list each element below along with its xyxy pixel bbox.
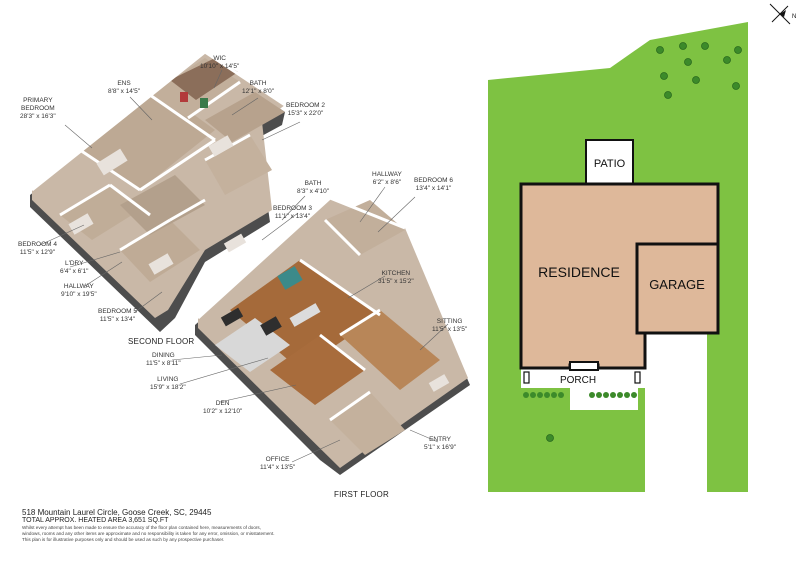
porch-label: PORCH [560,375,596,386]
north-label: N [792,14,796,20]
tree [723,56,731,64]
shrub [603,392,609,398]
shrub [596,392,602,398]
tree [664,91,672,99]
tree [701,42,709,50]
first-floor-model [195,196,470,475]
tree [546,434,554,442]
shrub [610,392,616,398]
driveway [645,333,707,492]
shrub [558,392,564,398]
shrub [631,392,637,398]
tree [660,72,668,80]
shrub [544,392,550,398]
footer: 518 Mountain Laurel Circle, Goose Creek,… [22,508,362,543]
trees [546,42,742,442]
second-floor-title: SECOND FLOOR [128,337,195,346]
shrubs [523,392,637,398]
disclaimer: Whilst every attempt has been made to en… [22,525,275,542]
shrub [530,392,536,398]
shrub [624,392,630,398]
property-address: 518 Mountain Laurel Circle, Goose Creek,… [22,508,212,517]
tree [732,82,740,90]
wic-floor [170,58,238,100]
tree [656,46,664,54]
tree [684,58,692,66]
patio-label: PATIO [594,158,626,170]
tree [679,42,687,50]
residence-label: RESIDENCE [538,264,620,280]
total-area: TOTAL APPROX. HEATED AREA 3,651 SQ.FT [22,517,169,524]
bedroom3-floor [205,135,272,195]
shrub [551,392,557,398]
patio [585,139,634,185]
shrub [617,392,623,398]
bedroom6-floor [325,200,405,255]
first-floor-title: FIRST FLOOR [334,490,389,499]
north-arrow-icon: N [769,3,796,25]
tree [692,76,700,84]
garage [635,242,720,335]
shrub [537,392,543,398]
garage-label: GARAGE [649,277,705,292]
tree [734,46,742,54]
hallway-floor [120,175,205,235]
leader-lines [39,69,449,463]
shrub [589,392,595,398]
shrub [523,392,529,398]
bedroom2-floor [205,92,285,142]
porch-area [521,368,645,388]
sitting-floor [340,310,440,390]
bedroom5-floor [120,220,200,282]
